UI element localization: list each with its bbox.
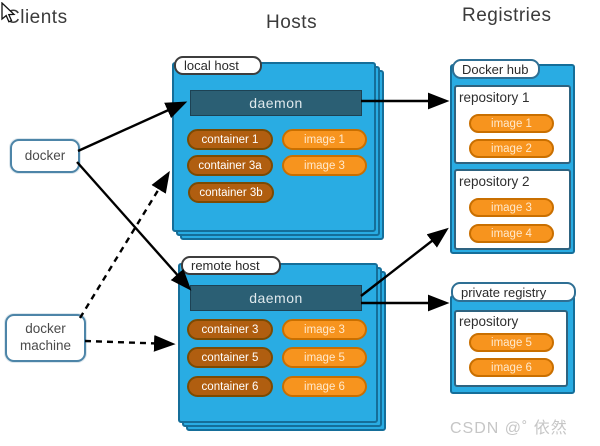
repository-name: repository 2 <box>459 174 530 189</box>
docker-machine-client-label: docker machine <box>19 321 72 353</box>
image-pill: image 5 <box>282 347 367 368</box>
image-pill: image 6 <box>282 376 367 397</box>
arrow-docker-machine-to-local-host <box>78 170 170 319</box>
container-pill: container 3b <box>188 182 274 203</box>
container-pill: container 6 <box>187 376 273 397</box>
image-pill: image 3 <box>282 319 367 340</box>
registries-header: Registries <box>462 5 552 26</box>
remote-daemon-label: daemon <box>249 290 303 306</box>
remote-host-label: remote host <box>191 258 260 273</box>
image-pill: image 1 <box>282 129 367 150</box>
hosts-header: Hosts <box>266 12 318 33</box>
private-registry-label: private registry <box>461 284 547 300</box>
arrow-docker-machine-to-remote-host <box>84 334 176 352</box>
local-daemon-label: daemon <box>249 95 303 111</box>
private-registry-tab: private registry <box>451 282 576 302</box>
image-pill: image 3 <box>469 198 554 217</box>
docker-client-label: docker <box>24 147 66 163</box>
image-pill: image 6 <box>469 358 554 377</box>
remote-daemon-bar: daemon <box>190 285 362 311</box>
local-host-label: local host <box>184 58 239 73</box>
arrow-docker-to-local-daemon <box>77 101 188 153</box>
image-pill: image 1 <box>469 114 554 133</box>
container-pill: container 5 <box>187 347 273 368</box>
container-pill: container 3 <box>187 319 273 340</box>
clients-header: Clients <box>6 7 68 28</box>
repository-name: repository 1 <box>459 90 530 105</box>
image-pill: image 2 <box>469 139 554 158</box>
image-pill: image 5 <box>469 333 554 352</box>
local-host-tab: local host <box>174 56 262 75</box>
remote-host-tab: remote host <box>181 256 281 275</box>
image-pill: image 3 <box>282 155 367 176</box>
repository-name: repository <box>459 314 519 329</box>
container-pill: container 3a <box>187 155 273 176</box>
docker-client-box: docker <box>10 139 80 173</box>
csdn-watermark: CSDN @˚ 依然 <box>450 420 568 437</box>
container-pill: container 1 <box>187 129 273 150</box>
image-pill: image 4 <box>469 224 554 243</box>
docker-machine-client-box: docker machine <box>5 314 86 362</box>
local-daemon-bar: daemon <box>190 90 362 116</box>
docker-hub-tab: Docker hub <box>452 59 540 79</box>
docker-hub-label: Docker hub <box>462 61 529 77</box>
